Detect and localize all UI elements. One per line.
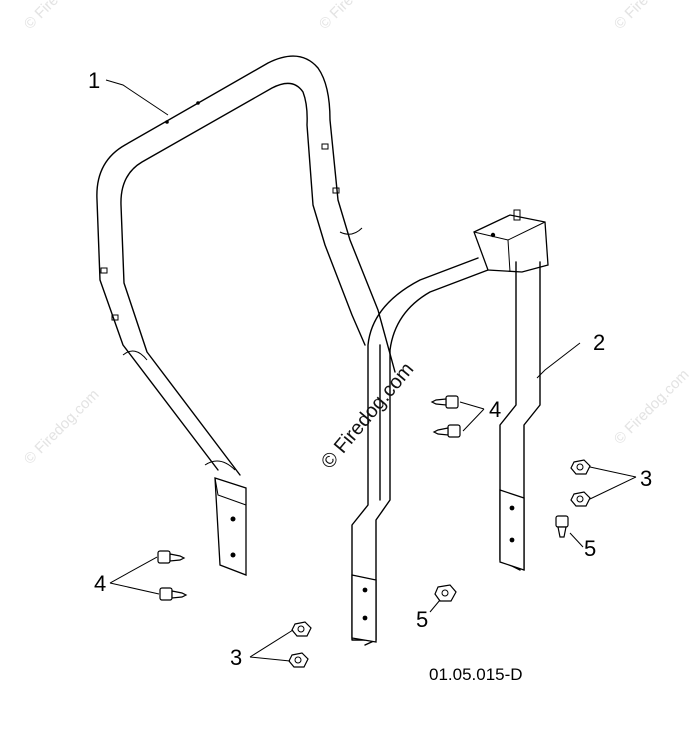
callout-5-right: 5 [584, 536, 596, 561]
callout-3-right: 3 [640, 466, 652, 491]
callout-4-lower: 4 [94, 571, 106, 596]
bolt-4-upper-b [432, 424, 461, 438]
callout-2: 2 [593, 330, 605, 355]
watermark-mid-left: © Firedog.com [21, 386, 103, 468]
fasteners [157, 395, 591, 668]
callout-3-lower: 3 [230, 645, 242, 670]
nut-3-lower-b [288, 652, 309, 668]
screw-5-center [434, 584, 457, 602]
callout-1: 1 [88, 68, 100, 93]
callout-5-center: 5 [416, 607, 428, 632]
watermark-top-left: © Firedog.com [21, 0, 103, 33]
watermark-mid-right: © Firedog.com [611, 366, 693, 448]
bolt-4-upper-a [430, 395, 459, 409]
drawing-code: 01.05.015-D [429, 665, 523, 684]
nut-3-right-b [570, 491, 591, 507]
leader-lines [105, 79, 637, 662]
bolt-4-lower-b [159, 587, 188, 601]
watermark-top-center: © Firedog.com [316, 0, 398, 33]
callout-labels: 1 2 4 4 3 3 5 5 [88, 68, 652, 670]
frame-rear-part [351, 209, 549, 646]
frame-front-part [96, 55, 396, 576]
watermark-top-right: © Firedog.com [611, 0, 693, 33]
bolt-4-lower-a [157, 550, 186, 564]
callout-4-upper: 4 [489, 397, 501, 422]
screw-5-right [555, 515, 569, 538]
nut-3-right-a [570, 459, 591, 475]
nut-3-lower-a [291, 621, 312, 637]
